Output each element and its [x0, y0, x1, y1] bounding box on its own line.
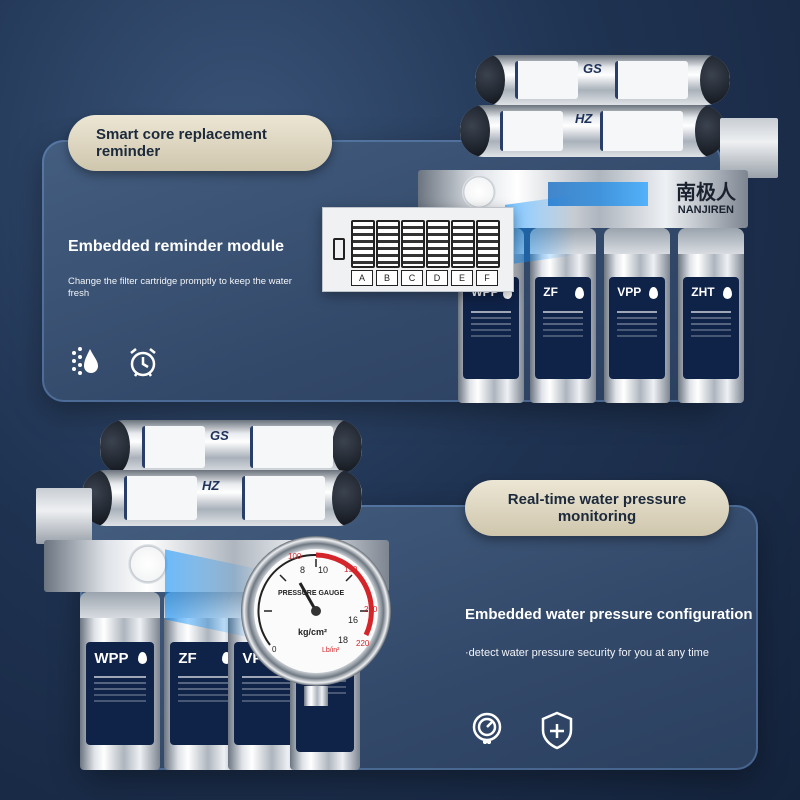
- cartridge-hz-bottom-label: HZ: [202, 478, 220, 493]
- alarm-clock-icon: [126, 345, 160, 384]
- pressure-gauge-icon: [468, 710, 506, 753]
- pressure-heading: Embedded water pressure configuration: [465, 606, 753, 623]
- cartridge-gs-label: GS: [583, 61, 602, 76]
- pressure-badge-text: Real-time water pressure monitoring: [507, 491, 687, 525]
- mounting-bracket-top: [720, 118, 778, 178]
- reminder-subtext: Change the filter cartridge promptly to …: [68, 276, 292, 299]
- shield-plus-icon: [538, 710, 576, 755]
- cartridge-gs-bottom-label: GS: [210, 428, 229, 443]
- reminder-badge-text: Smart core replacement reminder: [96, 126, 267, 160]
- reminder-badge: Smart core replacement reminder: [68, 115, 332, 171]
- pressure-subtext: ·detect water pressure security for you …: [465, 647, 709, 659]
- pressure-badge: Real-time water pressure monitoring: [465, 480, 729, 536]
- pressure-panel: [80, 505, 758, 770]
- cartridge-hz-label: HZ: [575, 111, 593, 126]
- water-drop-sparkle-icon: [68, 345, 102, 384]
- reminder-heading: Embedded reminder module: [68, 238, 285, 255]
- cartridge-gs-bottom: GS: [100, 420, 362, 474]
- cartridge-gs: GS: [475, 55, 730, 105]
